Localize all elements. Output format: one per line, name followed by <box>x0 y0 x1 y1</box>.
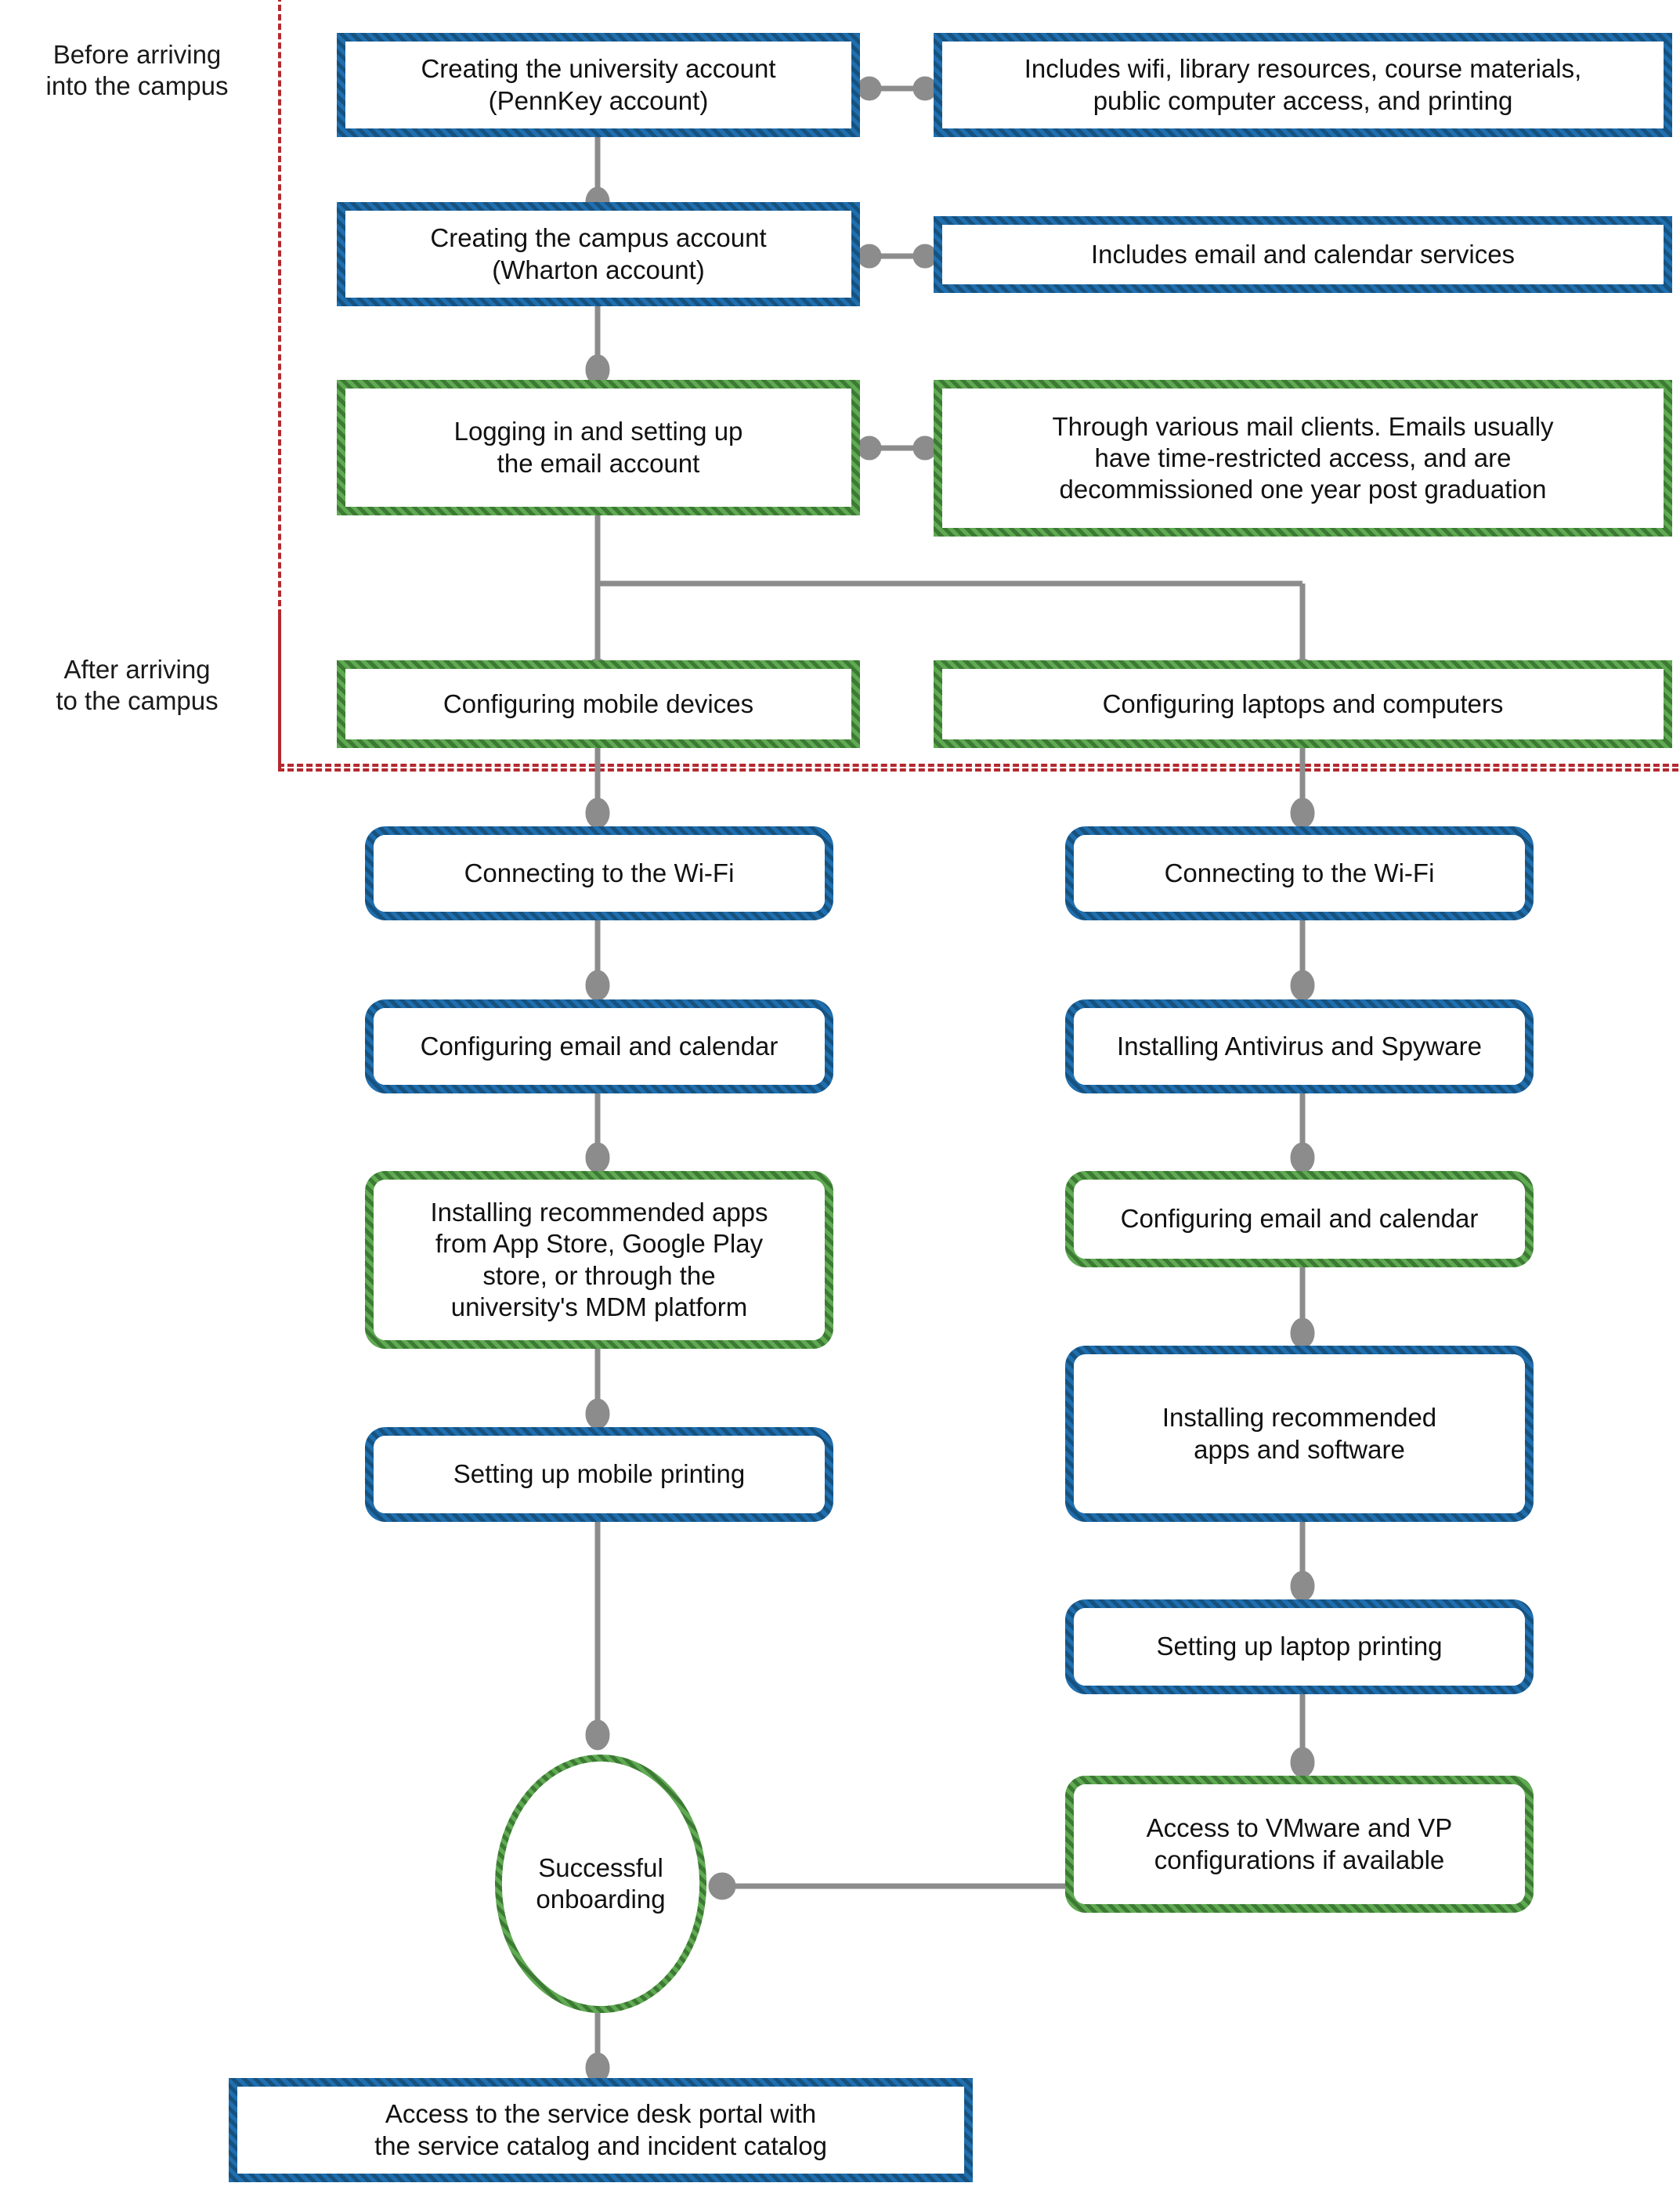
node-mail-clients-info[interactable]: Through various mail clients. Emails usu… <box>934 380 1672 537</box>
node-label: Creating the university account (PennKey… <box>421 54 776 115</box>
node-connecting-wifi-mobile[interactable]: Connecting to the Wi-Fi <box>365 826 833 920</box>
node-label: Configuring email and calendar <box>420 1031 779 1061</box>
node-label: Through various mail clients. Emails usu… <box>1052 411 1554 504</box>
node-label: Installing recommended apps and software <box>1162 1403 1437 1464</box>
phase-label-before: Before arriving into the campus <box>45 40 229 101</box>
node-label: Logging in and setting up the email acco… <box>453 417 743 478</box>
node-configuring-email-calendar-mobile[interactable]: Configuring email and calendar <box>365 999 833 1093</box>
node-connecting-wifi-laptop[interactable]: Connecting to the Wi-Fi <box>1065 826 1534 920</box>
node-installing-recommended-apps-mobile[interactable]: Installing recommended apps from App Sto… <box>365 1171 833 1349</box>
node-configuring-mobile-devices[interactable]: Configuring mobile devices <box>337 660 860 748</box>
node-successful-onboarding[interactable]: Successful onboarding <box>495 1755 706 2013</box>
node-configuring-laptops-computers[interactable]: Configuring laptops and computers <box>934 660 1672 748</box>
node-installing-recommended-apps-software[interactable]: Installing recommended apps and software <box>1065 1346 1534 1522</box>
node-includes-email-calendar[interactable]: Includes email and calendar services <box>934 216 1672 293</box>
node-label: Installing Antivirus and Spyware <box>1117 1031 1482 1061</box>
node-label: Configuring email and calendar <box>1120 1204 1479 1234</box>
node-label: Successful onboarding <box>536 1852 666 1914</box>
node-label: Setting up laptop printing <box>1156 1632 1443 1661</box>
node-setting-up-mobile-printing[interactable]: Setting up mobile printing <box>365 1427 833 1522</box>
node-label: Creating the campus account (Wharton acc… <box>430 223 767 284</box>
node-label: Includes wifi, library resources, course… <box>1024 54 1582 115</box>
node-label: Setting up mobile printing <box>453 1459 746 1489</box>
node-label: Configuring laptops and computers <box>1102 688 1504 718</box>
node-creating-university-account[interactable]: Creating the university account (PennKey… <box>337 33 860 137</box>
node-label: Connecting to the Wi-Fi <box>1164 858 1435 887</box>
node-access-service-desk-portal[interactable]: Access to the service desk portal with t… <box>229 2078 973 2182</box>
node-label: Installing recommended apps from App Sto… <box>430 1198 768 1321</box>
node-label: Connecting to the Wi-Fi <box>464 858 735 887</box>
node-setting-up-laptop-printing[interactable]: Setting up laptop printing <box>1065 1599 1534 1694</box>
node-installing-antivirus-spyware[interactable]: Installing Antivirus and Spyware <box>1065 999 1534 1093</box>
node-configuring-email-calendar-laptop[interactable]: Configuring email and calendar <box>1065 1171 1534 1267</box>
node-label: Configuring mobile devices <box>443 688 754 718</box>
node-creating-campus-account[interactable]: Creating the campus account (Wharton acc… <box>337 202 860 306</box>
node-includes-wifi-library[interactable]: Includes wifi, library resources, course… <box>934 33 1672 137</box>
node-label: Access to the service desk portal with t… <box>374 2099 827 2160</box>
node-access-vmware-vp[interactable]: Access to VMware and VP configurations i… <box>1065 1776 1534 1913</box>
phase-label-after: After arriving to the campus <box>56 655 219 716</box>
node-logging-in-email-account[interactable]: Logging in and setting up the email acco… <box>337 380 860 515</box>
node-label: Access to VMware and VP configurations i… <box>1146 1813 1453 1874</box>
node-label: Includes email and calendar services <box>1090 239 1516 269</box>
